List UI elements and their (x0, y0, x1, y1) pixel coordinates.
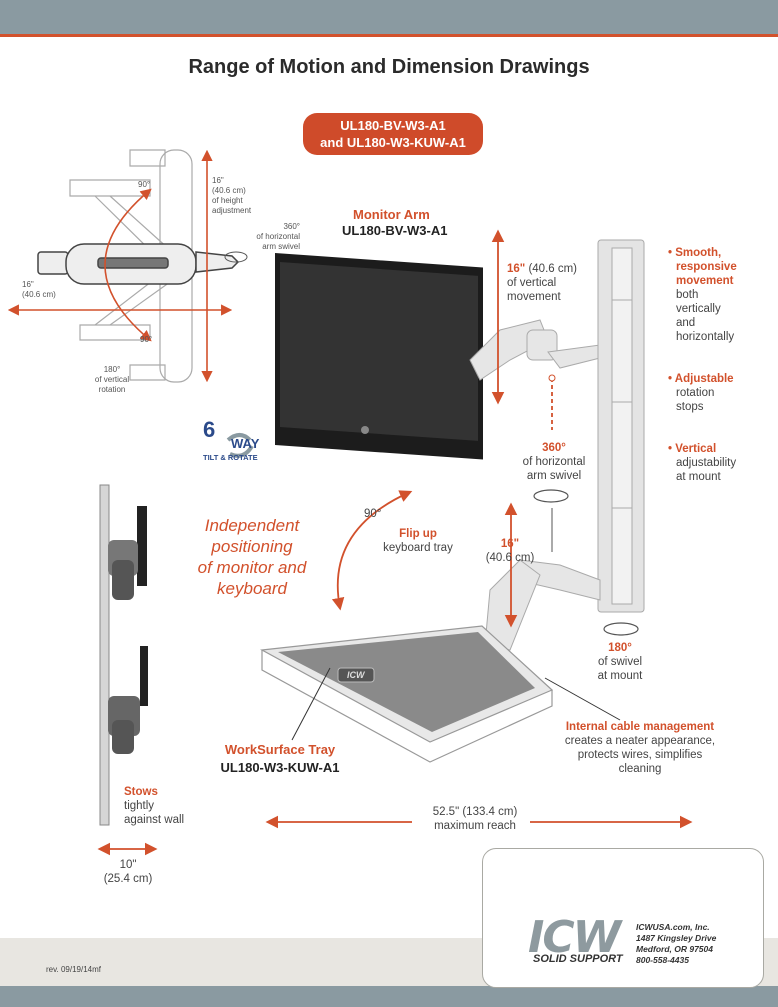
six-way-badge (226, 433, 254, 458)
reach-label: 52.5" (133.4 cm) maximum reach (432, 806, 518, 832)
feature-2: • Adjustable rotation stops (668, 373, 734, 413)
flip-up-arc (331, 490, 413, 611)
rotation-arc (104, 188, 152, 342)
monitor-drawing (275, 253, 483, 460)
company-logo: ICW (528, 912, 621, 963)
stows-label: Stows tightly against wall (124, 786, 185, 826)
vertical-movement-label: 16" (40.6 cm) of vertical movement (507, 263, 578, 303)
swivel-icon-arm (533, 489, 569, 503)
monitor-arm-heading: Monitor Arm (353, 207, 430, 222)
keyboard-arm-drawing (484, 559, 601, 651)
model-pill-line-2: and UL180-W3-KUW-A1 (320, 135, 466, 150)
tray-pointer (291, 667, 331, 741)
model-pill: UL180-BV-W3-A1 and UL180-W3-KUW-A1 (303, 113, 483, 155)
keyboard-vertical-label: 16" (40.6 cm) (485, 538, 535, 564)
model-pill-line-1: UL180-BV-W3-A1 (340, 118, 446, 133)
feature-1: • Smooth, responsive movement both verti… (668, 247, 737, 343)
keyboard-tray-drawing (260, 625, 554, 763)
badge-subtitle: TILT & ROTATE (203, 453, 258, 462)
side-profile-drawing (99, 484, 148, 826)
top-view-arm (37, 243, 240, 285)
tray-model: UL180-W3-KUW-A1 (220, 760, 340, 775)
arm-swivel-label: 360° of horizontal arm swivel (522, 442, 586, 482)
cable-management-label: Internal cable management creates a neat… (564, 721, 716, 775)
company-card (482, 848, 764, 988)
company-tagline: SOLID SUPPORT (533, 953, 623, 965)
company-address: ICWUSA.com, Inc. 1487 Kingsley Drive Med… (636, 922, 717, 965)
top-angle-label: 90° (138, 180, 151, 189)
tray-heading: WorkSurface Tray (224, 742, 336, 757)
bottom-angle-label: 90° (140, 335, 153, 344)
tray-logo: ICW (347, 670, 365, 680)
badge-way: WAY (231, 436, 260, 451)
mount-swivel-label: 180° of swivel at mount (597, 642, 643, 682)
wall-column-drawing (597, 239, 645, 613)
flip-up-label: Flip up keyboard tray (383, 528, 453, 554)
bottom-bar (0, 986, 778, 1007)
swivel-icon-top (224, 251, 248, 263)
page-title: Range of Motion and Dimension Drawings (188, 56, 590, 78)
feature-3: • Vertical adjustability at mount (668, 443, 737, 483)
top-bar (0, 0, 778, 34)
revision-text: rev. 09/19/14mf (46, 965, 101, 974)
top-accent-line (0, 34, 778, 37)
swivel-icon-mount (603, 622, 639, 636)
stow-width-label: 10" (25.4 cm) (103, 859, 153, 885)
badge-number: 6 (203, 417, 216, 442)
cable-pointer (544, 677, 621, 721)
left-dim-label: 16"(40.6 cm) (22, 280, 56, 299)
independent-positioning-text: Independent positioning of monitor and k… (197, 516, 307, 598)
flip-angle-label: 90° (364, 508, 382, 520)
monitor-arm-model: UL180-BV-W3-A1 (342, 223, 448, 238)
